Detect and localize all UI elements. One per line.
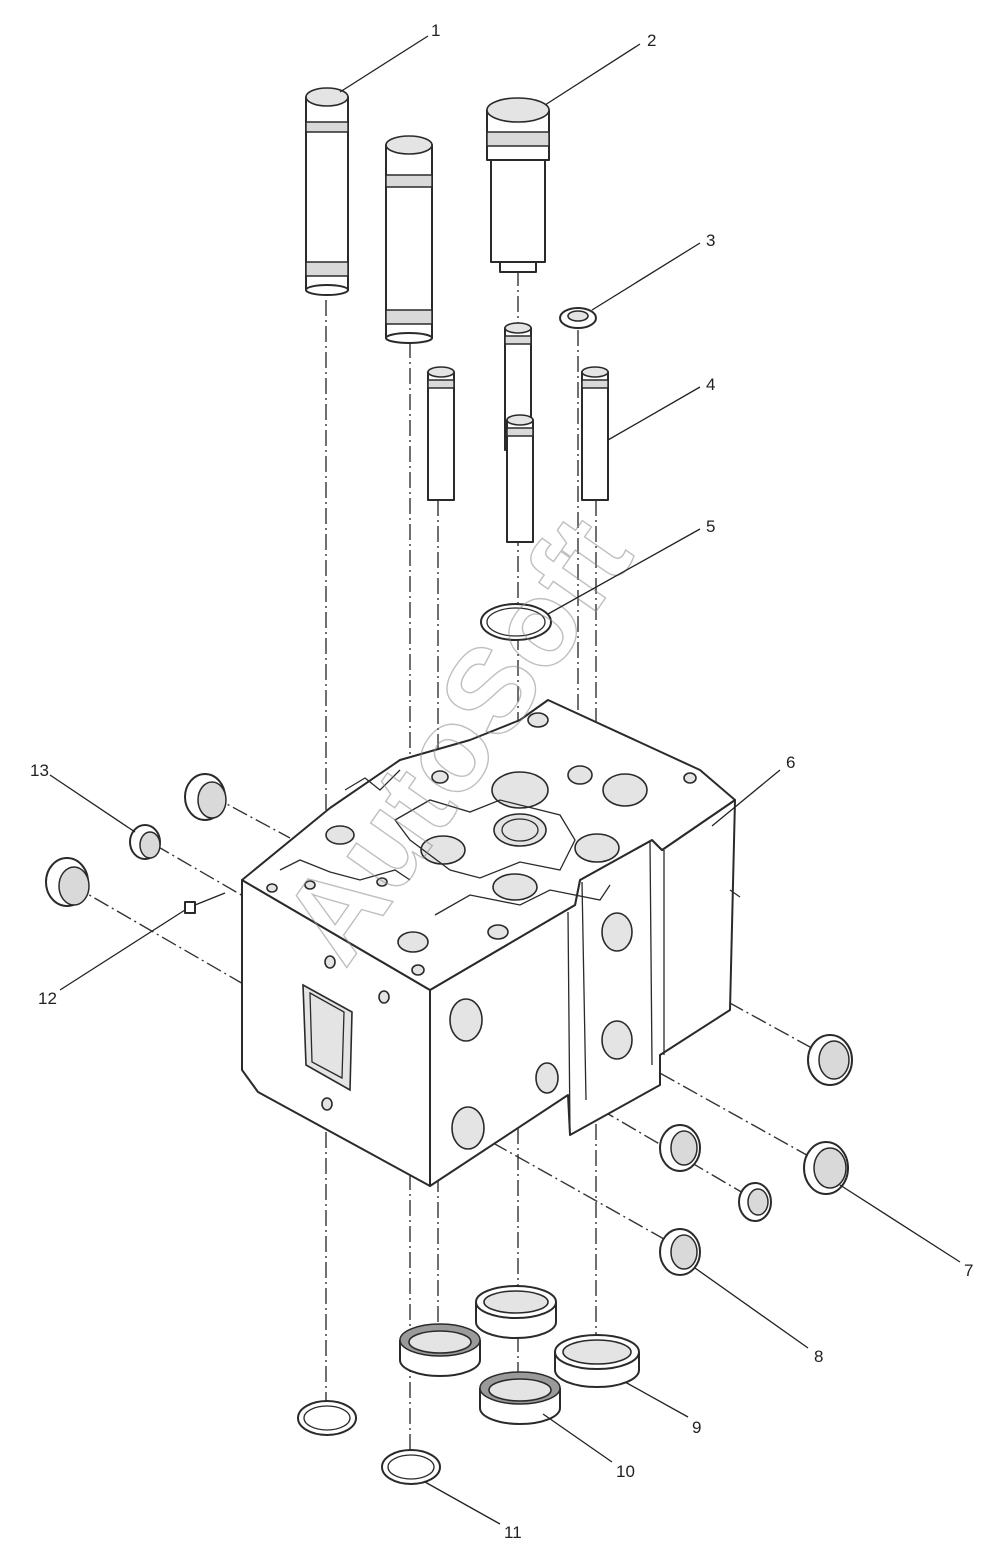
seat-ring-9 [554,1334,640,1388]
callout-11: 11 [504,1523,522,1542]
callout-8: 8 [814,1347,823,1366]
valve-guide-4 [581,366,609,501]
callout-6: 6 [786,753,795,772]
injector-sleeve [486,97,550,273]
callout-1: 1 [431,21,440,40]
leader-lines [49,35,961,1525]
sleeve-tube-1 [305,87,349,296]
pin-12 [184,901,196,914]
callout-12: 12 [38,989,57,1008]
callout-13: 13 [30,761,49,780]
ring-8 [659,1228,701,1276]
plug-left-lower [45,857,90,907]
seat-ring-left [399,1323,481,1377]
plug-left-upper [184,773,227,821]
callout-5: 5 [706,517,715,536]
callout-4: 4 [706,375,715,394]
plug-13 [129,824,161,860]
callout-3: 3 [706,231,715,250]
valve-guide-1 [427,366,455,501]
seat-ring-upper [475,1285,557,1339]
o-ring-5 [480,603,552,641]
seat-ring-10 [479,1371,561,1425]
callout-numbers: 1 2 3 4 5 6 7 8 9 10 11 12 13 [30,21,973,1542]
o-ring-11 [381,1449,441,1485]
cylinder-head-block [241,699,741,1187]
ring-mid [659,1124,701,1172]
callout-10: 10 [616,1462,635,1481]
plug-7 [803,1141,849,1195]
callout-2: 2 [647,31,656,50]
o-ring-bottom-left [297,1400,357,1436]
ring-right-upper [807,1034,853,1086]
valve-guide-3 [506,414,534,543]
callout-7: 7 [964,1261,973,1280]
small-ring-3 [559,307,597,329]
callout-9: 9 [692,1418,701,1437]
ring-small [738,1182,772,1222]
sleeve-tube-2 [385,135,433,344]
